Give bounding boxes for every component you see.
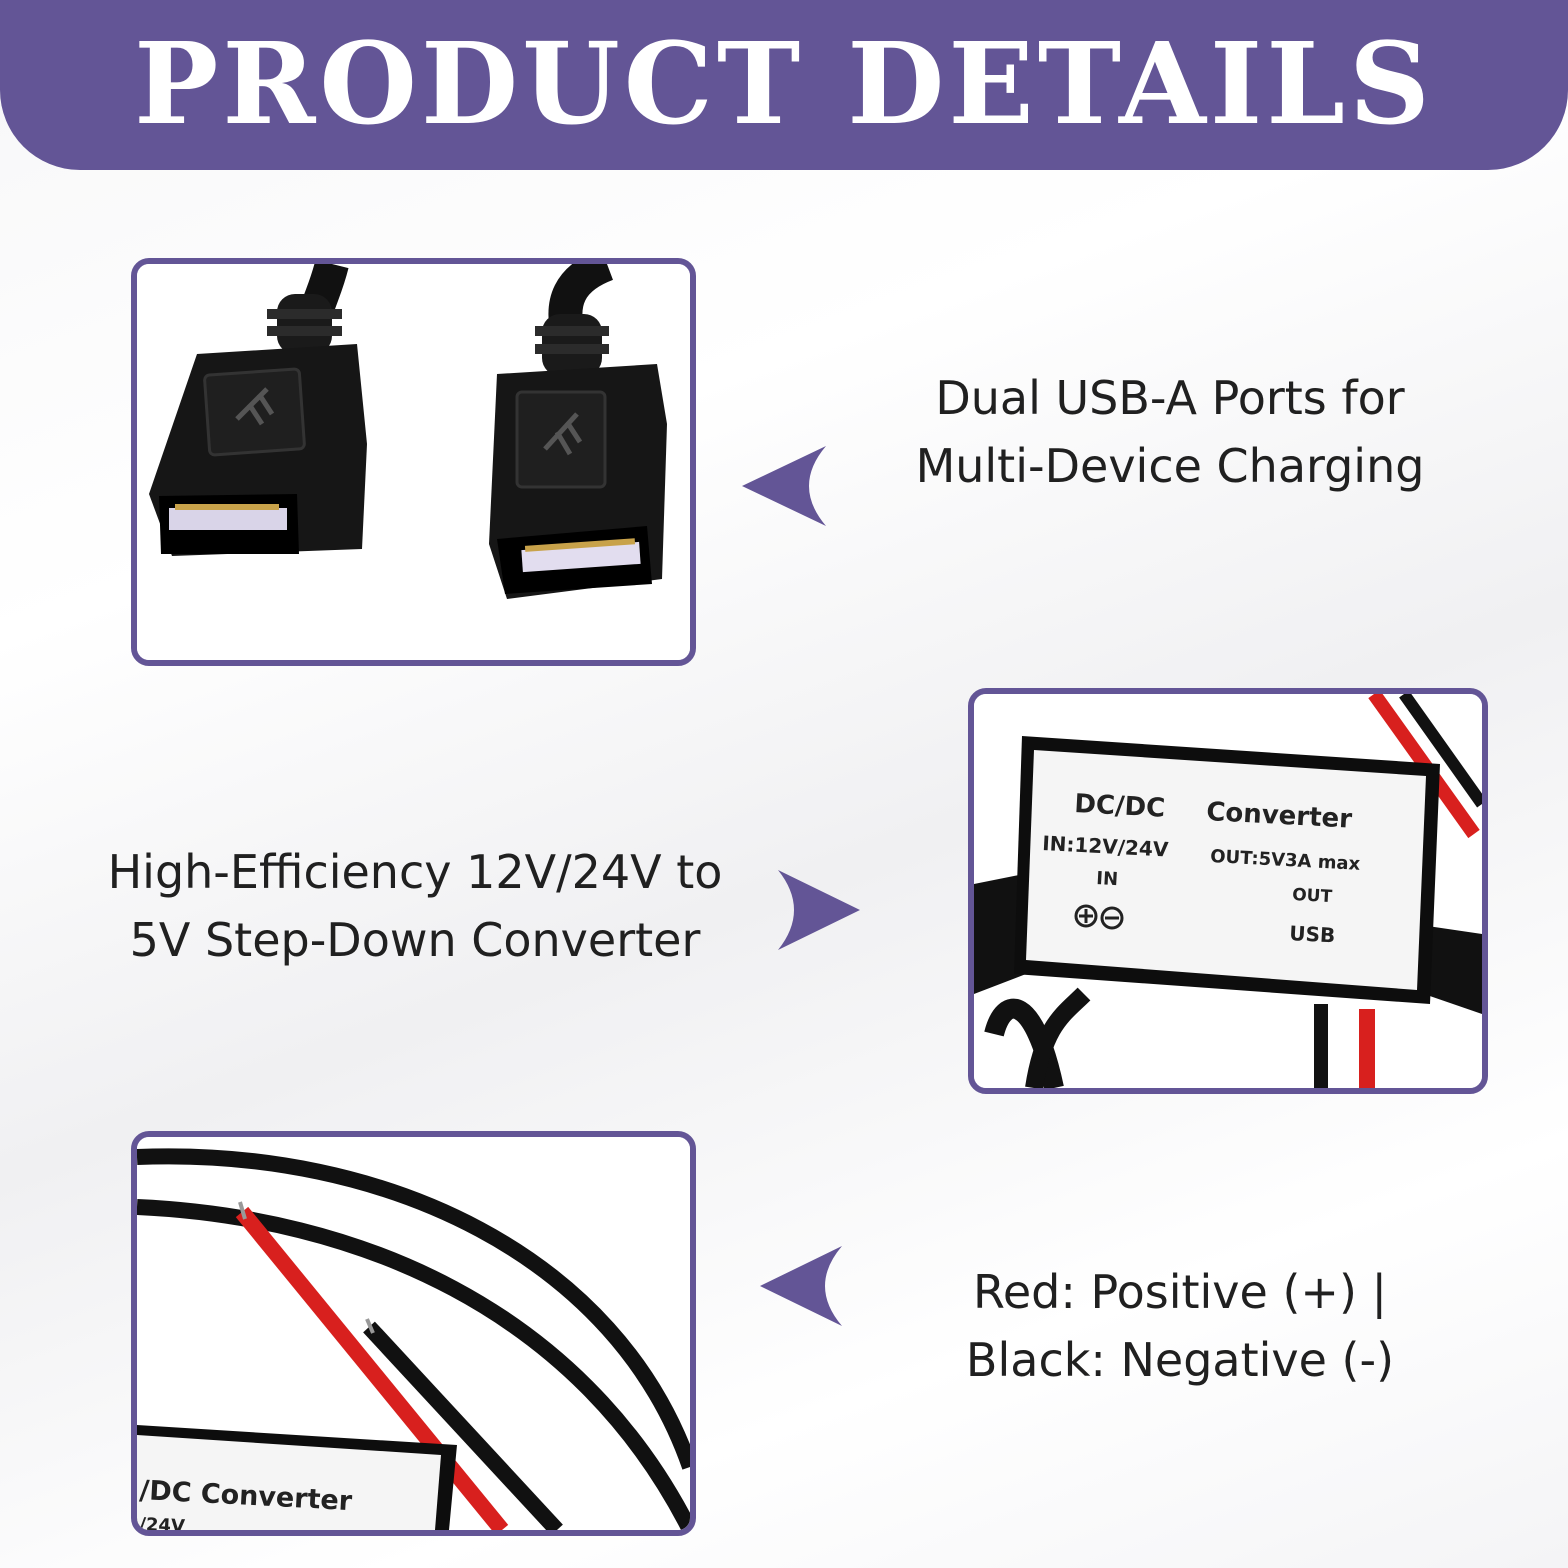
header-banner: PRODUCT DETAILS [0,0,1568,170]
feature-caption-usb: Dual USB-A Ports for Multi-Device Chargi… [915,371,1425,493]
wire-label-partial: /24V [139,1514,186,1530]
feature-caption-wires: Red: Positive (+) | Black: Negative (-) [965,1265,1395,1387]
converter-title-left: DC/DC [1074,789,1166,824]
arrow-left-icon [742,446,826,526]
polarity-icon [1074,904,1124,930]
converter-out-label: OUT [1292,885,1333,907]
feature-caption-converter: High-Efficiency 12V/24V to 5V Step-Down … [107,845,723,967]
arrow-right-icon [778,870,860,950]
wires-illustration: /DC Converter /24V [137,1137,690,1530]
converter-usb-label: USB [1289,921,1336,947]
arrow-left-icon [760,1246,842,1326]
page-title: PRODUCT DETAILS [134,19,1434,150]
converter-illustration: DC/DC Converter IN:12V/24V OUT:5V3A max … [974,694,1482,1088]
wires-photo: /DC Converter /24V [131,1131,696,1536]
usb-ports-illustration [137,264,690,660]
converter-in-label: IN [1096,868,1119,890]
usb-ports-photo [131,258,696,666]
converter-photo: DC/DC Converter IN:12V/24V OUT:5V3A max … [968,688,1488,1094]
